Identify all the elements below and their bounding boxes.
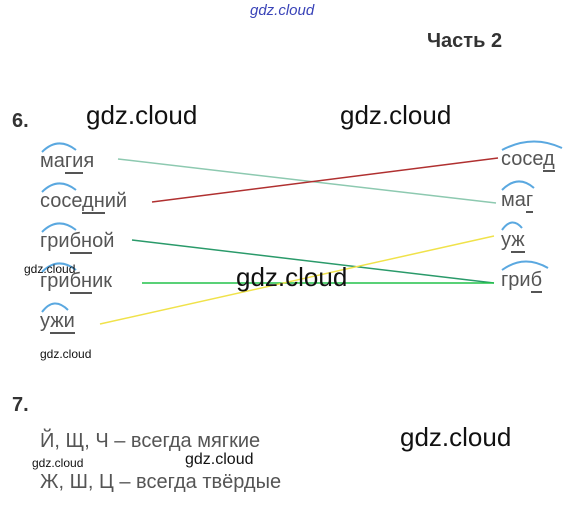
arc-mark [41,182,77,193]
watermark-big-right: gdz.cloud [340,100,452,130]
left-word-3: грибной [40,230,115,254]
right-word-2: маг [501,189,534,213]
arc-mark [501,221,523,231]
connection-line [117,158,497,204]
watermark-small-bottom-left: gdz.cloud [32,456,84,470]
left-word-2: соседний [40,190,128,214]
left-word-4: грибник [40,270,113,294]
task7-number: 7. [12,394,29,416]
rule-line-1: Й, Щ, Ч – всегда мягкие [40,430,261,452]
arc-mark [41,222,77,233]
watermark-center: gdz.cloud [236,262,348,292]
arc-mark [41,262,77,273]
connection-line [99,235,495,325]
watermark-small-left: gdz.cloud [24,262,76,276]
arc-mark [41,142,77,153]
arc-mark [501,140,563,151]
part-title: Часть 2 [427,30,503,52]
watermark-small-below: gdz.cloud [40,347,92,361]
arc-mark [41,302,69,313]
right-word-3: уж [501,229,525,253]
watermark-small-bottom-mid: gdz.cloud [185,451,254,468]
arc-mark [501,260,549,271]
connection-line [151,157,499,203]
right-word-4: гриб [501,269,543,293]
watermark-big-bottom-right: gdz.cloud [400,422,512,452]
left-word-5: ужи [40,310,75,334]
left-word-1: магия [40,150,95,174]
task6-number: 6. [12,110,29,132]
rule-line-2: Ж, Ш, Ц – всегда твёрдые [40,471,282,493]
watermark-top: gdz.cloud [250,2,315,19]
connection-line [131,239,495,284]
arc-mark [501,180,535,191]
right-word-1: сосед [501,148,555,172]
watermark-big-left: gdz.cloud [86,100,198,130]
